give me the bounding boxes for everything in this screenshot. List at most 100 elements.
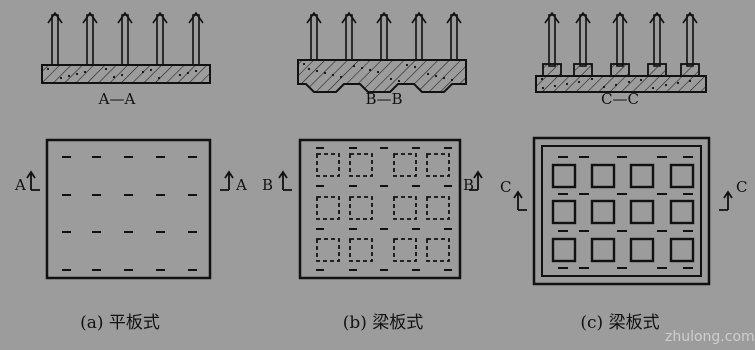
concrete-speckle <box>59 76 63 80</box>
concrete-speckle <box>577 80 581 84</box>
concrete-speckle <box>141 70 145 74</box>
load-arrow-icon <box>376 11 392 24</box>
column <box>86 14 94 66</box>
column-cap-dashed <box>426 153 450 177</box>
column-cap-dashed <box>349 153 373 177</box>
column-cap-dashed <box>316 196 340 220</box>
cut-mark-b-right-label: B <box>463 176 474 194</box>
watermark-domain: zhulong.com <box>665 329 755 345</box>
column-cap <box>669 163 695 189</box>
cut-mark-a-right: A <box>220 170 247 194</box>
concrete-speckle <box>360 66 364 70</box>
load-arrow-icon <box>82 11 98 24</box>
section-c-profile <box>535 11 707 93</box>
concrete-speckle <box>368 68 372 72</box>
column <box>415 14 423 61</box>
load-arrow-icon <box>117 11 133 24</box>
upstand-beam <box>647 63 667 77</box>
column-cap <box>669 237 695 263</box>
concrete-speckle <box>302 62 306 66</box>
concrete-speckle <box>389 77 393 81</box>
concrete-speckle <box>434 74 438 78</box>
section-b-label: B—B <box>365 90 402 108</box>
cut-mark-a-right-label: A <box>235 176 247 194</box>
concrete-speckle <box>541 86 545 90</box>
concrete-speckle <box>194 69 198 73</box>
plan-b <box>298 138 462 280</box>
concrete-speckle <box>651 86 655 90</box>
concrete-speckle <box>339 75 343 79</box>
column <box>450 14 458 61</box>
concrete-speckle <box>639 78 643 82</box>
concrete-speckle <box>553 84 557 88</box>
concrete-speckle <box>120 73 124 77</box>
cut-mark-c-left: C <box>500 178 527 211</box>
column-cap-dashed <box>393 196 417 220</box>
column-cap-dashed <box>426 238 450 262</box>
column-cap <box>551 163 577 189</box>
column-cap <box>669 199 695 225</box>
concrete-speckle <box>405 63 409 67</box>
concrete-speckle <box>352 64 356 68</box>
concrete-speckle <box>688 79 692 83</box>
load-arrow-icon <box>341 11 357 24</box>
concrete-speckle <box>323 71 327 75</box>
column-cap <box>551 237 577 263</box>
cut-mark-b-right: B <box>463 170 483 194</box>
concrete-speckle <box>450 78 454 82</box>
column-cap <box>629 237 655 263</box>
cut-mark-c-left-label: C <box>500 178 511 196</box>
column-cap-dashed <box>349 238 373 262</box>
column-cap <box>590 199 616 225</box>
column <box>121 14 129 66</box>
concrete-speckle <box>75 72 79 76</box>
column-cap <box>551 199 577 225</box>
concrete-speckle <box>307 67 311 71</box>
watermark: zhulong.com <box>665 329 755 345</box>
column <box>51 14 59 66</box>
column-cap-dashed <box>316 238 340 262</box>
column-cap <box>590 237 616 263</box>
concrete-speckle <box>664 83 668 87</box>
section-c-label: C—C <box>601 90 639 108</box>
cut-mark-c-right: C <box>719 178 747 211</box>
concrete-speckle <box>413 65 417 69</box>
load-arrow-icon <box>47 11 63 24</box>
column-cap-dashed <box>316 153 340 177</box>
plan-c <box>532 136 711 286</box>
concrete-speckle <box>426 72 430 76</box>
load-arrow-icon <box>544 11 560 24</box>
concrete-speckle <box>104 67 108 71</box>
column-cap-dashed <box>393 153 417 177</box>
column <box>345 14 353 61</box>
column <box>579 14 587 67</box>
column <box>686 14 694 67</box>
column <box>616 14 624 67</box>
concrete-speckle <box>614 83 618 87</box>
load-arrow-icon <box>446 11 462 24</box>
caption-b: (b) 梁板式 <box>343 313 424 333</box>
load-arrow-icon <box>306 11 322 24</box>
concrete-speckle <box>331 73 335 77</box>
cut-mark-b-left-label: B <box>262 176 273 194</box>
concrete-speckle <box>149 68 153 72</box>
concrete-speckle <box>627 80 631 84</box>
section-a-label: A—A <box>98 90 136 108</box>
concrete-speckle <box>83 70 87 74</box>
cut-mark-a-left-label: A <box>14 176 26 194</box>
concrete-speckle <box>442 76 446 80</box>
concrete-speckle <box>112 75 116 79</box>
concrete-speckle <box>602 85 606 89</box>
load-arrow-icon <box>188 11 204 24</box>
column-cap <box>629 163 655 189</box>
section-a-profile <box>41 11 211 84</box>
column <box>380 14 388 61</box>
load-arrow-icon <box>612 11 628 24</box>
column <box>192 14 200 66</box>
concrete-speckle <box>590 77 594 81</box>
concrete-speckle <box>157 76 161 80</box>
concrete-speckle <box>186 71 190 75</box>
cut-mark-b-left: B <box>262 170 292 194</box>
upstand-beam <box>610 63 630 77</box>
